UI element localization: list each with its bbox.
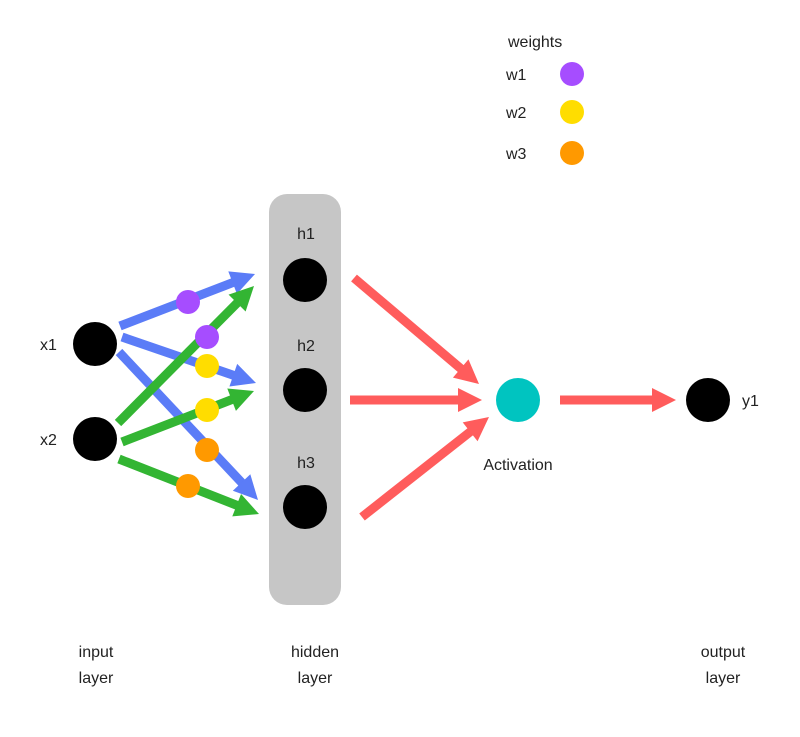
arrowhead-icon — [458, 388, 482, 412]
legend-swatch-w3 — [560, 141, 584, 165]
legend-title: weights — [507, 34, 562, 51]
node-labels: x1 x2 h1 h2 h3 Activation y1 — [40, 226, 759, 474]
edge-h3-activation — [359, 417, 489, 521]
edges — [114, 271, 676, 521]
weight-marker-w3 — [176, 474, 200, 498]
legend-label: w1 — [505, 67, 527, 84]
node-activation — [496, 378, 540, 422]
node-x1 — [73, 322, 117, 366]
output-layer-label-line2: layer — [706, 670, 741, 687]
input-layer-label-line2: layer — [79, 670, 114, 687]
node-h1 — [283, 258, 327, 302]
edge-activation-y1 — [560, 388, 676, 412]
edge-h1-activation — [351, 274, 479, 384]
node-label-y1: y1 — [742, 393, 759, 410]
arrowhead-icon — [232, 474, 258, 500]
weight-marker-w2 — [195, 354, 219, 378]
edge-line — [114, 298, 242, 427]
arrowhead-icon — [232, 494, 259, 517]
input-layer-label-line1: input — [79, 644, 114, 661]
legend: weights w1 w2 w3 — [505, 34, 584, 165]
node-label-h2: h2 — [297, 338, 315, 355]
node-label-x1: x1 — [40, 337, 57, 354]
node-y1 — [686, 378, 730, 422]
edge-line — [359, 427, 475, 521]
node-label-h1: h1 — [297, 226, 315, 243]
node-x2 — [73, 417, 117, 461]
node-label-x2: x2 — [40, 432, 57, 449]
nodes — [73, 258, 730, 529]
weight-marker-w1 — [195, 325, 219, 349]
hidden-layer-label-line2: layer — [298, 670, 333, 687]
hidden-layer-label-line1: hidden — [291, 644, 339, 661]
arrowhead-icon — [227, 388, 254, 411]
legend-item-w3: w3 — [505, 141, 584, 165]
legend-item-w1: w1 — [505, 62, 584, 86]
weight-marker-w2 — [195, 398, 219, 422]
arrowhead-icon — [462, 417, 489, 442]
legend-swatch-w1 — [560, 62, 584, 86]
node-h3 — [283, 485, 327, 529]
output-layer-label-line1: output — [701, 644, 746, 661]
node-label-activation: Activation — [483, 457, 552, 474]
edge-x2-h1 — [114, 286, 254, 427]
legend-label: w3 — [505, 146, 527, 163]
legend-item-w2: w2 — [505, 100, 584, 124]
legend-label: w2 — [505, 105, 527, 122]
node-label-h3: h3 — [297, 455, 315, 472]
weight-marker-w3 — [195, 438, 219, 462]
arrowhead-icon — [452, 359, 479, 384]
weight-markers — [176, 290, 219, 498]
arrowhead-icon — [229, 363, 256, 387]
layer-labels: input layer hidden layer output layer — [79, 644, 746, 687]
arrowhead-icon — [652, 388, 676, 412]
node-h2 — [283, 368, 327, 412]
weight-marker-w1 — [176, 290, 200, 314]
edge-line — [351, 274, 466, 374]
edge-h2-activation — [350, 388, 482, 412]
legend-swatch-w2 — [560, 100, 584, 124]
arrowhead-icon — [228, 271, 255, 294]
arrowhead-icon — [228, 286, 254, 312]
